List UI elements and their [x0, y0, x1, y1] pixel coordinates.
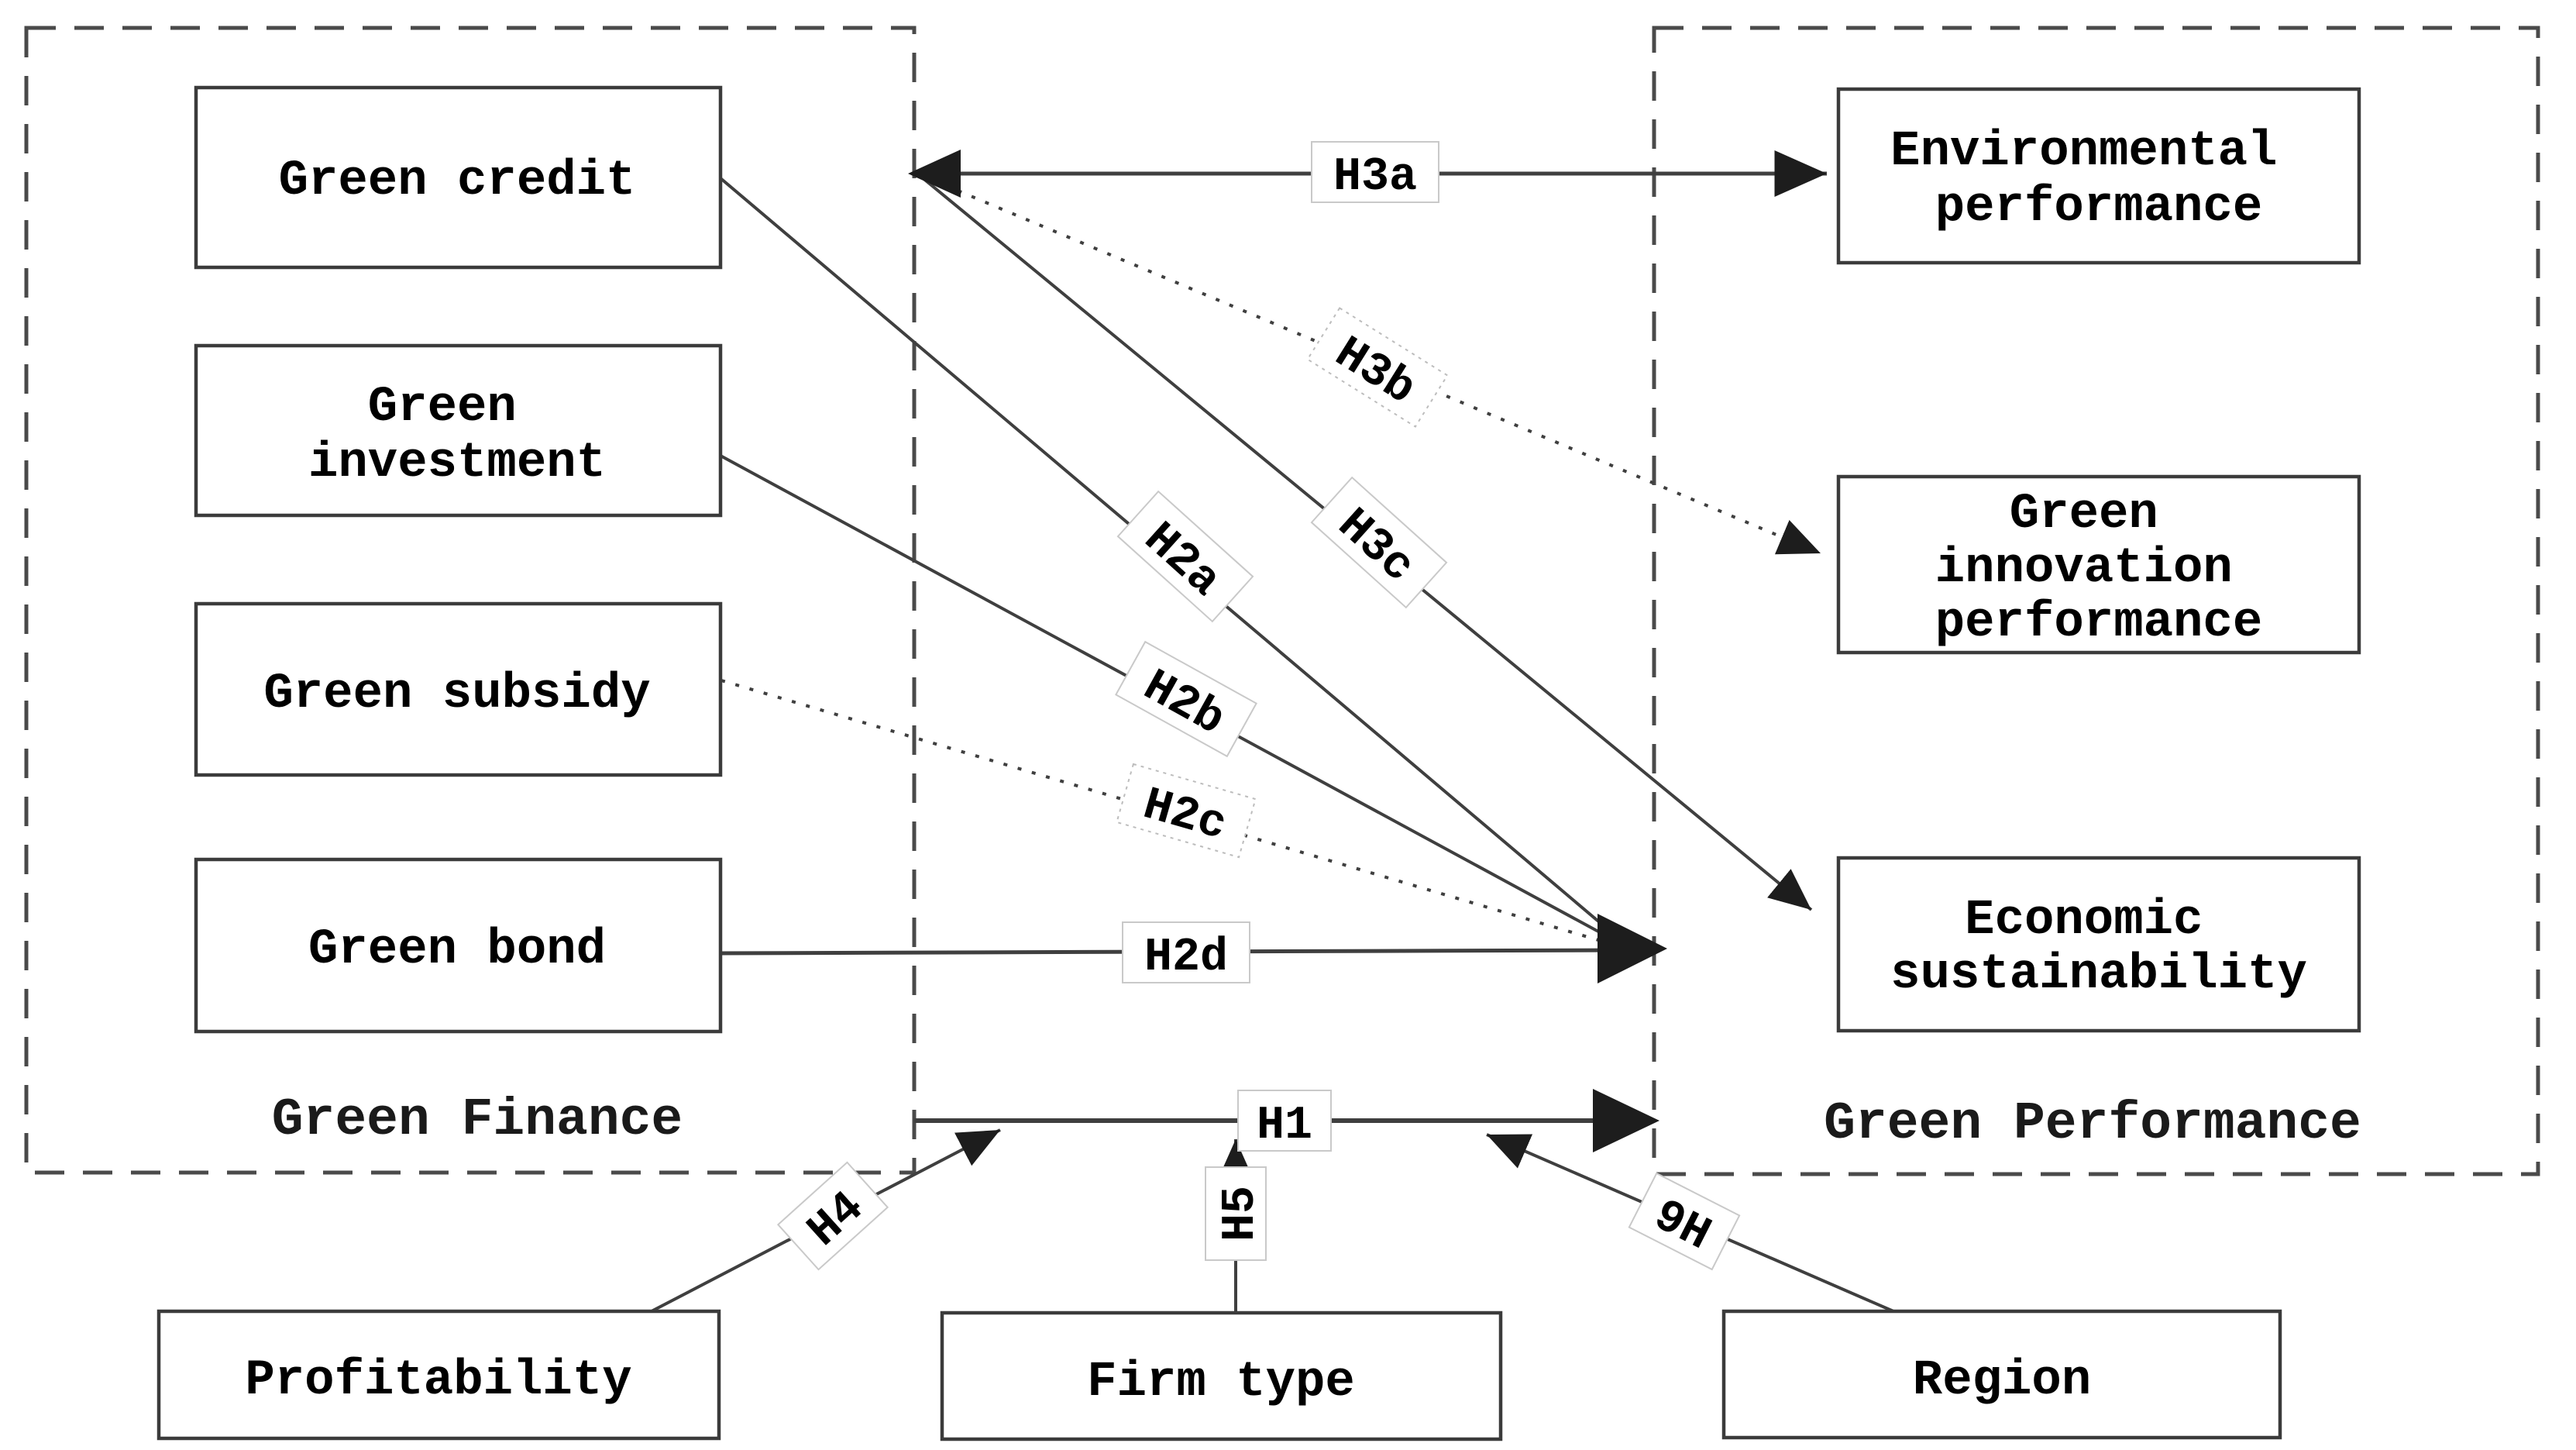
- arrowhead-h1: [1593, 1089, 1659, 1152]
- environmental-performance-label-line2: performance: [1935, 180, 2262, 236]
- label-h1: H1: [1237, 1090, 1332, 1152]
- profitability-label: Profitability: [245, 1353, 631, 1409]
- label-h5-bg: [1205, 1166, 1267, 1261]
- label-h2d: H2d: [1122, 921, 1250, 984]
- label-h2b-bg: [1115, 640, 1257, 758]
- firm-type-rect: [940, 1311, 1503, 1441]
- economic-sustainability-rect: [1836, 856, 2361, 1033]
- label-h3b: H3b: [1306, 307, 1449, 428]
- label-h2b: H2b: [1115, 640, 1257, 758]
- green-innovation-performance-label-line2: innovation: [1935, 541, 2233, 597]
- label-h3c-bg: [1310, 476, 1448, 609]
- firm-type-label: Firm type: [1087, 1355, 1355, 1410]
- green-subsidy-box: Green subsidy: [194, 601, 723, 777]
- label-h3a-text: H3a: [1333, 151, 1417, 204]
- green-investment-label-line1: Green: [368, 380, 517, 436]
- label-h5-text: H5: [1215, 1186, 1267, 1242]
- green-investment-box: Green investment: [194, 343, 723, 518]
- economic-sustainability-label: Economic sustainability: [1890, 893, 2307, 1003]
- green-credit-box: Green credit: [194, 85, 723, 270]
- green-credit-label: Green credit: [279, 153, 636, 209]
- green-innovation-performance-rect: [1836, 474, 2361, 655]
- green-investment-label-line2: investment: [308, 436, 606, 491]
- environmental-performance-box: Environmental performance: [1836, 87, 2361, 265]
- green-bond-label: Green bond: [308, 922, 606, 978]
- green-bond-box: Green bond: [194, 857, 723, 1034]
- label-h6-bg: [1628, 1172, 1741, 1271]
- label-h3a: H3a: [1311, 141, 1439, 204]
- green-subsidy-rect: [194, 601, 723, 777]
- environmental-performance-rect: [1836, 87, 2361, 265]
- profitability-rect: [156, 1309, 721, 1441]
- label-h2d-bg: [1122, 921, 1250, 983]
- label-h6: 9H: [1628, 1172, 1741, 1271]
- label-h2a-bg: [1116, 490, 1254, 623]
- label-h3a-bg: [1311, 141, 1439, 203]
- green-innovation-performance-label: Green innovation performance: [1935, 487, 2262, 651]
- green-performance-group-border: [1652, 26, 2540, 1176]
- region-rect: [1721, 1309, 2282, 1440]
- green-credit-rect: [194, 85, 723, 270]
- economic-sustainability-box: Economic sustainability: [1836, 856, 2361, 1033]
- arrowhead-h2-convergence: [1598, 914, 1667, 983]
- economic-sustainability-label-line2: sustainability: [1890, 947, 2307, 1003]
- green-bond-rect: [194, 857, 723, 1034]
- label-h2a: H2a: [1116, 490, 1254, 623]
- green-innovation-performance-label-line3: performance: [1935, 595, 2262, 651]
- region-box: Region: [1721, 1309, 2282, 1440]
- label-h4: H4: [776, 1161, 889, 1271]
- profitability-box: Profitability: [156, 1309, 721, 1441]
- green-performance-group-label: Green Performance: [1824, 1094, 2361, 1154]
- label-h1-bg: [1237, 1090, 1332, 1152]
- region-label: Region: [1913, 1353, 2091, 1409]
- label-h2d-text: H2d: [1144, 932, 1228, 984]
- green-subsidy-label: Green subsidy: [263, 666, 650, 722]
- economic-sustainability-label-line1: Economic: [1965, 893, 2203, 949]
- environmental-performance-label-line1: Environmental: [1890, 124, 2277, 180]
- green-finance-group-border: [24, 26, 917, 1175]
- label-h3c: H3c: [1310, 476, 1448, 609]
- environmental-performance-label: Environmental performance: [1890, 124, 2307, 236]
- green-finance-group-label: Green Finance: [272, 1090, 683, 1150]
- green-innovation-performance-label-line1: Green: [2010, 487, 2158, 542]
- green-investment-rect: [194, 343, 723, 518]
- arrowhead-h3-origin: [908, 150, 961, 198]
- label-h1-text: H1: [1257, 1100, 1312, 1152]
- label-h5: H5: [1205, 1166, 1267, 1261]
- green-investment-label: Green investment: [308, 380, 606, 491]
- green-innovation-performance-box: Green innovation performance: [1836, 474, 2361, 655]
- arrow-h3b: [917, 172, 1821, 555]
- firm-type-box: Firm type: [940, 1311, 1503, 1441]
- label-h4-bg: [776, 1161, 889, 1271]
- label-h2c: H2c: [1116, 763, 1257, 859]
